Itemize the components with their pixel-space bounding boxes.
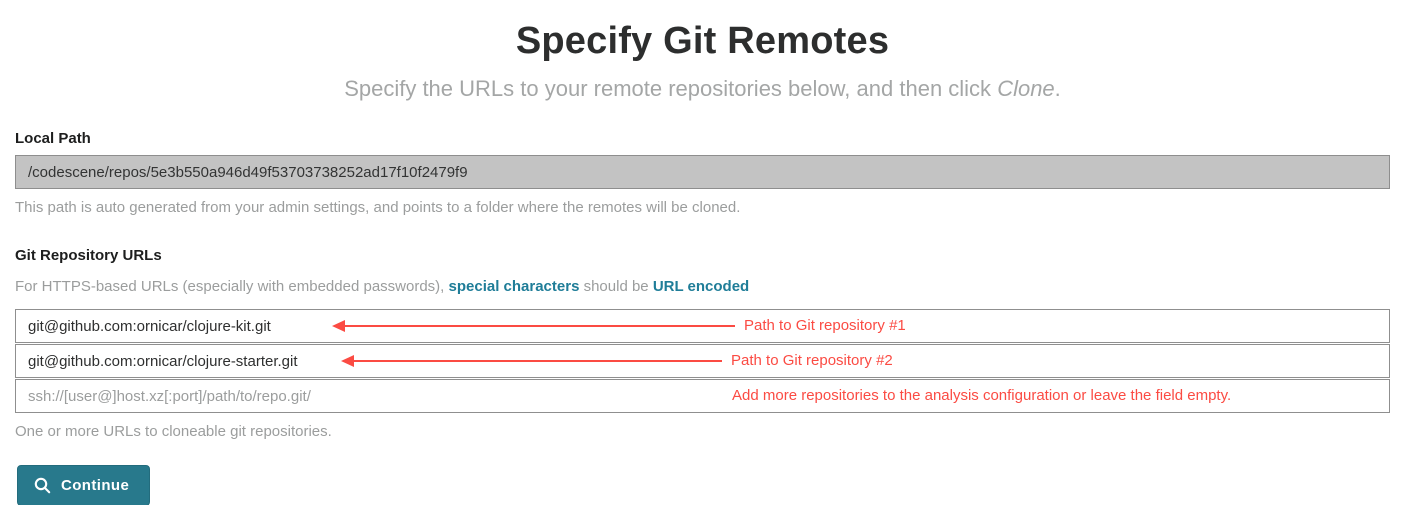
repo-url-row-1: Path to Git repository #1 [15,309,1390,343]
repo-url-input-2[interactable] [15,344,1390,378]
local-path-input [15,155,1390,189]
subtitle-text: Specify the URLs to your remote reposito… [344,76,998,101]
url-encoded-link[interactable]: URL encoded [652,278,750,295]
git-urls-label: Git Repository URLs [15,247,162,264]
repository-url-rows: Path to Git repository #1 Path to Git re… [15,309,1390,413]
https-note: For HTTPS-based URLs (especially with em… [15,278,1390,296]
page-header: Specify Git Remotes Specify the URLs to … [0,0,1405,102]
repo-url-row-2: Path to Git repository #2 [15,344,1390,378]
page-subtitle: Specify the URLs to your remote reposito… [0,76,1405,102]
continue-button[interactable]: Continue [17,465,151,505]
form-content: Local Path This path is auto generated f… [0,130,1405,505]
note-middle: should be [579,278,653,295]
special-characters-link[interactable]: special characters [448,278,580,295]
repo-url-input-1[interactable] [15,309,1390,343]
note-prefix: For HTTPS-based URLs (especially with em… [15,278,449,295]
page-title: Specify Git Remotes [515,20,890,62]
continue-button-label: Continue [61,477,130,494]
local-path-label: Local Path [15,130,91,147]
local-path-help: This path is auto generated from your ad… [15,199,741,216]
search-icon [34,477,51,494]
repo-url-input-3[interactable] [15,379,1390,413]
subtitle-clone-word: Clone [997,76,1055,101]
git-urls-help: One or more URLs to cloneable git reposi… [15,423,332,440]
subtitle-period: . [1054,76,1061,101]
repo-url-row-3: Add more repositories to the analysis co… [15,379,1390,413]
